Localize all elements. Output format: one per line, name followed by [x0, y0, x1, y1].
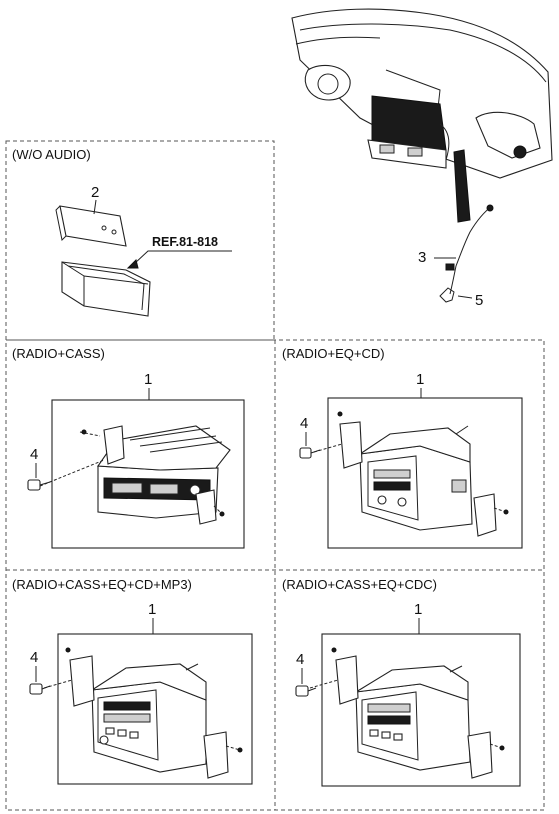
section-title-radio-cass: (RADIO+CASS): [12, 346, 105, 361]
section-title-wo-audio: (W/O AUDIO): [12, 147, 91, 162]
callout-1-radio-eq-cd: 1: [416, 371, 424, 388]
bracket-left-radio-eq-cd: [339, 421, 363, 469]
bracket-right-radio-cass-eq-cd-mp3: [203, 731, 229, 779]
callout-5: 5: [475, 292, 483, 309]
radio-cass-eq-cdc-unit: [355, 665, 471, 771]
callout-1-radio-cass-eq-cd-mp3: 1: [148, 601, 156, 618]
screw-radio-cass: [27, 479, 51, 491]
callout-4-radio-cass: 4: [30, 446, 38, 463]
screw-radio-cass-eq-cd-mp3: [29, 683, 51, 695]
screw-radio-eq-cd: [299, 447, 321, 459]
bracket-right-radio-cass: [195, 489, 217, 525]
section-title-radio-eq-cd: (RADIO+EQ+CD): [282, 346, 385, 361]
reference-label: REF.81-818: [152, 235, 218, 249]
bracket-right-radio-eq-cd: [473, 493, 497, 537]
blank-cover-plate: [55, 205, 127, 247]
radio-eq-cd-unit: [359, 425, 473, 531]
dashboard-illustration: [291, 8, 553, 223]
callout-4-radio-eq-cd: 4: [300, 415, 308, 432]
callout-2: 2: [91, 184, 99, 201]
callout-3: 3: [418, 249, 426, 266]
callout-4-radio-cass-eq-cd-mp3: 4: [30, 649, 38, 666]
pocket-tray: [61, 261, 151, 317]
section-title-radio-cass-eq-cd-mp3: (RADIO+CASS+EQ+CD+MP3): [12, 577, 192, 592]
radio-cass-unit: [96, 425, 231, 519]
bracket-left-radio-cass-eq-cdc: [335, 655, 359, 705]
callout-1-radio-cass: 1: [144, 371, 152, 388]
frame-radio-cass: [51, 399, 245, 549]
bracket-right-radio-cass-eq-cdc: [467, 731, 493, 779]
radio-cass-eq-cd-mp3-unit: [91, 663, 207, 773]
bracket-left-radio-cass-eq-cd-mp3: [69, 655, 95, 707]
screw-radio-cass-eq-cdc: [295, 685, 317, 697]
section-title-radio-cass-eq-cdc: (RADIO+CASS+EQ+CDC): [282, 577, 437, 592]
callout-4-radio-cass-eq-cdc: 4: [296, 651, 304, 668]
antenna-cable: [434, 204, 494, 303]
bracket-left-radio-cass: [103, 425, 125, 465]
frame-radio-cass-eq-cd-mp3: [57, 633, 253, 785]
callout-1-radio-cass-eq-cdc: 1: [414, 601, 422, 618]
section-wo-audio-border: [5, 140, 275, 341]
frame-radio-eq-cd: [327, 397, 523, 549]
frame-radio-cass-eq-cdc: [321, 633, 521, 787]
